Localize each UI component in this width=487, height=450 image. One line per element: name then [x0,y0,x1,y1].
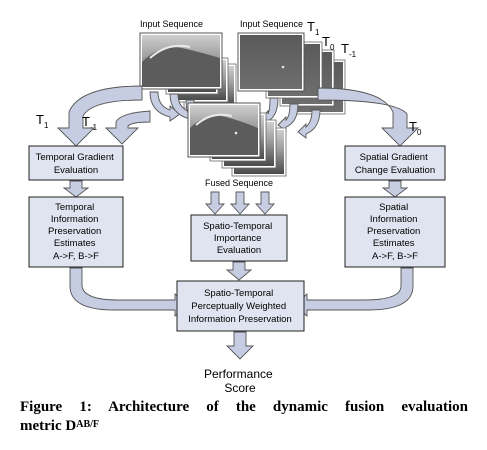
input-sequence-left-label: Input Sequence [140,19,203,29]
input-sequence-left-frames [139,32,237,109]
svg-text:Temporal Gradient Evalua: Temporal Gradient Evaluation [36,152,117,176]
top-t1-label: T1 [307,19,320,37]
top-tm1-label: T-1 [341,41,357,59]
spatial-gradient-box: Spatial Gradient Change Evaluation [344,145,446,181]
svg-text:Temporal Information: Temporal Information Preservation Estima… [48,202,104,262]
figure-caption-line2: metric DAB/F [20,418,99,434]
spatial-info-box: Spatial Information Preservation Estimat… [344,196,446,268]
arrow-t1-label: T1 [36,112,49,130]
svg-text:Spatio-Temporal Importan: Spatio-Temporal Importance Evaluation [203,221,275,256]
gradient-down-arrows [62,180,409,198]
right-spatial-arrow [317,87,420,147]
fused-sequence-frames [187,102,287,177]
temporal-info-box: Temporal Information Preservation Estima… [28,196,124,268]
spatio-temporal-importance-box: Spatio-Temporal Importance Evaluation [190,214,288,262]
importance-down-arrow [225,261,253,281]
fused-sequence-label: Fused Sequence [205,178,273,188]
performance-score-label: Performance Score [204,367,276,395]
figure-caption: Figure 1: Architecture of the dynamic fu… [20,399,468,415]
input-sequence-right-label: Input Sequence [240,19,303,29]
fused-down-arrows [204,191,276,215]
arrow-tm1-label: T-1 [82,114,98,132]
svg-text:Spatial Gradient Change: Spatial Gradient Change Evaluation [355,152,435,176]
svg-text:Spatio-Temporal Perceptu: Spatio-Temporal Perceptually Weighted In… [188,288,292,325]
caption-superscript: AB/F [76,419,99,430]
arrow-t0-label: T0 [409,119,422,137]
left-temporal-arrows [56,85,151,147]
input-sequence-right-frames [237,32,346,115]
perceptually-weighted-box: Spatio-Temporal Perceptually Weighted In… [176,280,305,332]
svg-text:Spatial Information: Spatial Information Preservation Estimat… [367,202,423,262]
temporal-gradient-box: Temporal Gradient Evaluation [28,145,124,181]
top-t0-label: T0 [322,34,335,52]
output-down-arrow [225,331,255,360]
